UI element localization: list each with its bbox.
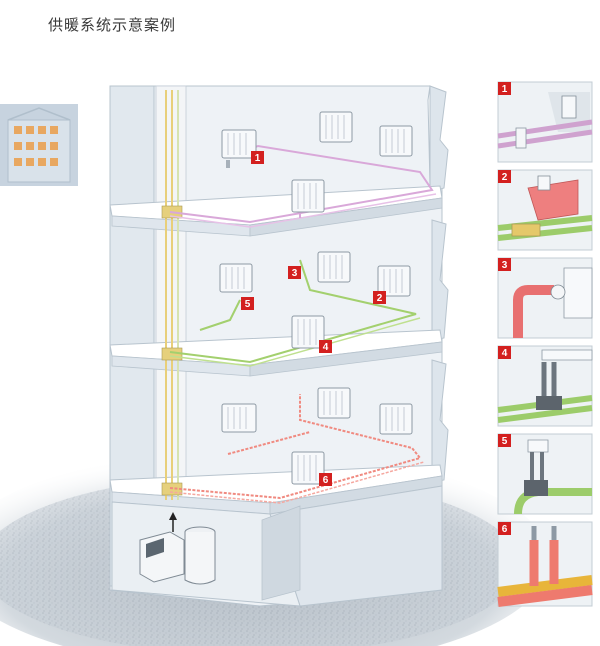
svg-text:6: 6 (502, 524, 508, 535)
boiler-unit (139, 531, 185, 583)
svg-text:2: 2 (502, 172, 508, 183)
radiator (221, 403, 257, 433)
marker-2: 2 (373, 291, 386, 304)
radiator (219, 263, 253, 293)
building-cutaway (109, 85, 449, 607)
radiator (319, 111, 353, 143)
marker-4: 4 (319, 340, 332, 353)
radiator (291, 315, 325, 349)
svg-text:4: 4 (323, 342, 329, 353)
radiator (379, 125, 413, 157)
marker-1: 1 (251, 151, 264, 164)
svg-text:1: 1 (502, 84, 508, 95)
building-thumbnail-icon (0, 104, 78, 186)
svg-text:3: 3 (292, 268, 298, 279)
svg-text:3: 3 (502, 260, 508, 271)
floor-3-pipe-loop (169, 394, 425, 504)
floor-2-pipe-loop (169, 259, 421, 367)
detail-panel-6: 6 (497, 521, 593, 607)
radiators (219, 111, 413, 485)
detail-panel-3: 3 (497, 257, 593, 339)
svg-text:4: 4 (502, 348, 508, 359)
detail-panel-1: 1 (497, 81, 593, 163)
svg-text:1: 1 (255, 153, 261, 164)
marker-6: 6 (319, 473, 332, 486)
water-tank (184, 526, 216, 585)
svg-text:6: 6 (323, 475, 329, 486)
page-title: 供暖系统示意案例 (48, 16, 177, 34)
radiator (379, 403, 413, 435)
flow-arrow-icon (169, 512, 177, 532)
svg-text:5: 5 (502, 436, 508, 447)
radiator (317, 387, 351, 419)
detail-panels: 1 2 3 (497, 81, 593, 607)
radiator (221, 129, 257, 168)
detail-panel-5: 5 (497, 433, 593, 515)
marker-3: 3 (288, 266, 301, 279)
detail-panel-4: 4 (497, 345, 593, 427)
svg-text:2: 2 (377, 293, 383, 304)
marker-5: 5 (241, 297, 254, 310)
radiator (291, 179, 325, 213)
radiator (291, 451, 325, 485)
riser-pipes (161, 90, 183, 500)
svg-text:5: 5 (245, 299, 251, 310)
detail-panel-2: 2 (497, 169, 593, 251)
radiator (377, 265, 411, 297)
radiator (317, 251, 351, 283)
